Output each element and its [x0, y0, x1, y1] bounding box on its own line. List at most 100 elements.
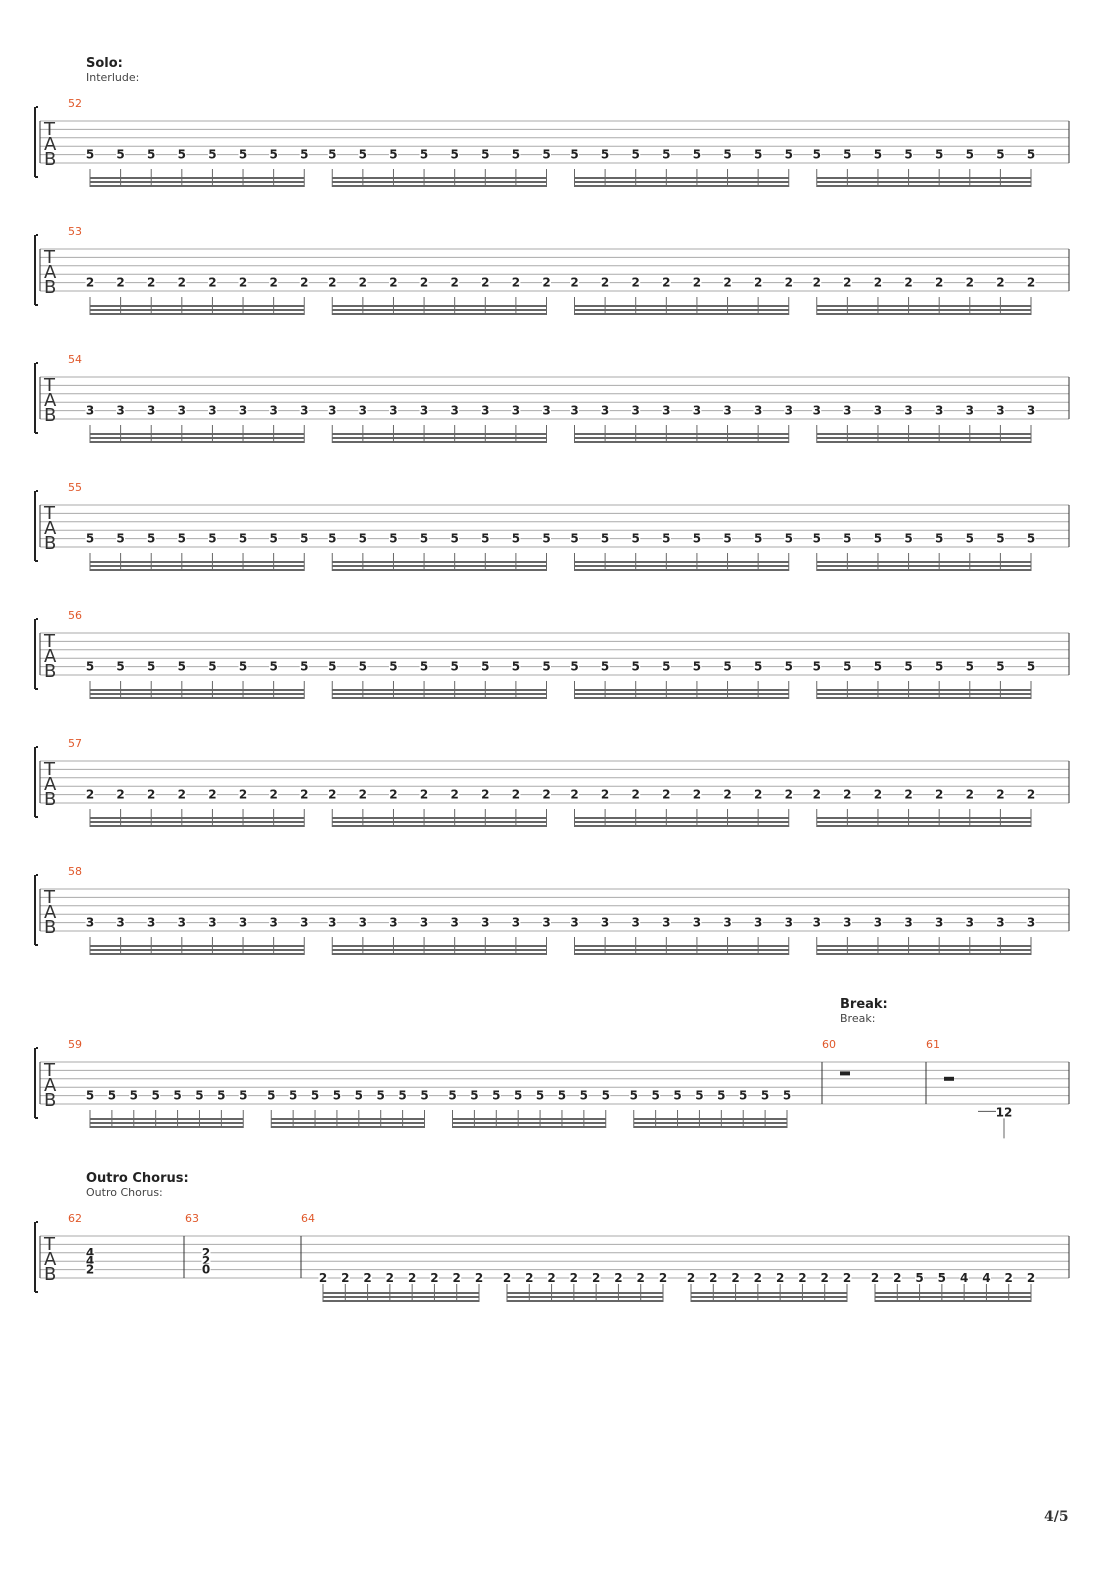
measure-number: 61 [926, 1038, 940, 1051]
fret-number: 5 [239, 660, 247, 674]
fret-number: 5 [359, 532, 367, 546]
beam [574, 181, 789, 183]
beam [574, 949, 789, 951]
fret-number: 5 [389, 148, 397, 162]
fret-number: 5 [178, 660, 186, 674]
beam [875, 1300, 1031, 1302]
fret-number: 5 [1027, 660, 1035, 674]
fret-mask [207, 788, 217, 801]
fret-mask [146, 532, 156, 545]
fret-number: 3 [147, 404, 155, 418]
beam [90, 949, 305, 951]
fret-mask [934, 404, 944, 417]
fret-mask [450, 148, 460, 161]
fret-number: 4 [86, 1254, 94, 1268]
fret-mask [85, 404, 95, 417]
tab-clef-letter: T [43, 503, 56, 524]
fret-number: 3 [208, 916, 216, 930]
fret-mask [269, 660, 279, 673]
fret-mask [216, 1089, 226, 1102]
fret-mask [694, 1089, 704, 1102]
fret-mask [731, 1272, 741, 1284]
fret-mask [511, 916, 521, 929]
beam [816, 437, 1031, 439]
fret-mask [723, 276, 733, 289]
fret-mask [288, 1089, 298, 1102]
beam [816, 433, 1031, 435]
fret-mask [842, 404, 852, 417]
fret-number: 2 [871, 1271, 879, 1285]
beam [90, 825, 305, 827]
fret-mask [327, 404, 337, 417]
fret-number: 3 [86, 404, 94, 418]
fret-mask [658, 1272, 668, 1284]
fret-mask [1026, 276, 1036, 289]
section-subtitle: Interlude: [86, 71, 139, 84]
tab-clef-letter: A [44, 134, 57, 155]
fret-number: 3 [239, 404, 247, 418]
fret-mask [452, 1272, 462, 1284]
fret-mask [1026, 404, 1036, 417]
fret-number: 3 [328, 404, 336, 418]
beam [90, 953, 305, 955]
fret-number: 2 [363, 1271, 371, 1285]
fret-number: 5 [996, 148, 1004, 162]
beam [574, 313, 789, 315]
half-rest [944, 1076, 954, 1081]
fret-mask [177, 916, 187, 929]
fret-mask [661, 788, 671, 801]
fret-mask [661, 404, 671, 417]
fret-mask [177, 532, 187, 545]
fret-mask [116, 788, 126, 801]
fret-mask [570, 148, 579, 161]
fret-mask [327, 788, 337, 801]
fret-number: 5 [570, 148, 578, 162]
beam [332, 185, 547, 187]
fret-mask [716, 1089, 726, 1102]
fret-number: 3 [723, 404, 731, 418]
beam [90, 433, 305, 435]
fret-mask [354, 1089, 364, 1102]
beam [574, 689, 789, 691]
fret-mask [407, 1272, 417, 1284]
fret-mask [388, 148, 398, 161]
fret-mask [873, 404, 883, 417]
fret-number: 2 [693, 276, 701, 290]
measure-number: 59 [68, 1038, 82, 1051]
fret-number: 5 [935, 148, 943, 162]
fret-number: 3 [450, 916, 458, 930]
beam [816, 177, 1031, 179]
fret-mask [388, 532, 398, 545]
fret-mask [692, 916, 702, 929]
fret-mask [85, 148, 95, 161]
tab-clef-letter: T [43, 119, 56, 140]
fret-number: 5 [1027, 532, 1035, 546]
fret-number: 2 [662, 788, 670, 802]
fret-mask [299, 276, 309, 289]
fret-mask [915, 1272, 925, 1284]
fret-number: 5 [966, 532, 974, 546]
section-header: Break:Break: [840, 997, 888, 1025]
fret-mask [450, 276, 460, 289]
fret-number: 2 [570, 1271, 578, 1285]
beam [90, 177, 305, 179]
fret-number: 5 [208, 148, 216, 162]
fret-mask [723, 404, 733, 417]
fret-mask [201, 1263, 211, 1276]
measure-number: 63 [185, 1212, 199, 1225]
fret-number: 3 [269, 404, 277, 418]
fret-mask [85, 916, 95, 929]
fret-mask [775, 1272, 785, 1284]
fret-mask [784, 916, 794, 929]
fret-number: 5 [542, 660, 550, 674]
beam [90, 305, 305, 307]
fret-number: 5 [785, 660, 793, 674]
fret-number: 5 [359, 148, 367, 162]
section-title: Outro Chorus: [86, 1171, 189, 1186]
beam [90, 441, 305, 443]
fret-mask [738, 1089, 748, 1102]
